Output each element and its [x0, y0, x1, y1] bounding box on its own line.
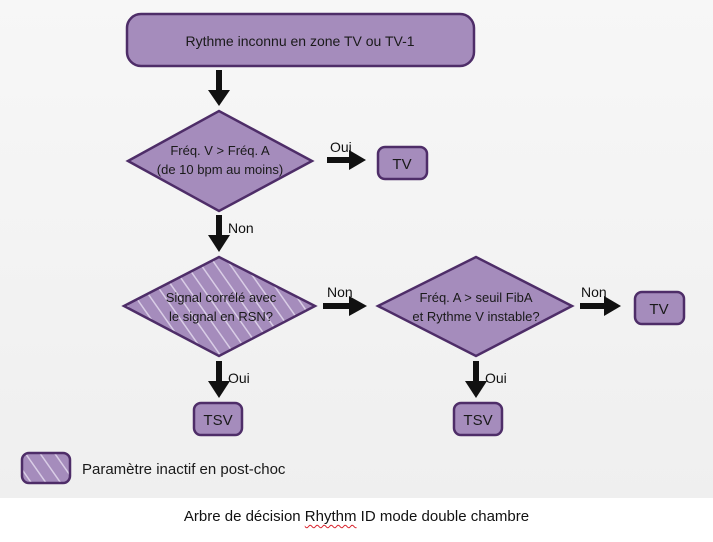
decision1-yes-label: Oui [330, 139, 352, 155]
start-node: Rythme inconnu en zone TV ou TV-1 [125, 12, 476, 68]
result-tv-1: TV [376, 145, 429, 181]
legend-text: Paramètre inactif en post-choc [82, 461, 286, 478]
caption-prefix: Arbre de décision [183, 508, 305, 525]
diagram-canvas [0, 0, 713, 498]
result-tsv-1-label: TSV [203, 412, 232, 429]
flowchart: Rythme inconnu en zone TV ou TV-1 Fréq. … [20, 12, 686, 485]
decision3-node: Fréq. A > seuil FibA et Rythme V instabl… [375, 255, 575, 358]
decision3-no-label: Non [581, 284, 607, 300]
decision2-no-label: Non [327, 284, 353, 300]
decision1-node: Fréq. V > Fréq. A (de 10 bpm au moins) [125, 109, 315, 213]
decision2-line1: Signal corrélé avec [166, 290, 277, 305]
caption-underlined-word: Rhythm [304, 508, 357, 525]
start-node-label: Rythme inconnu en zone TV ou TV-1 [185, 33, 414, 49]
figure-caption: Arbre de décision Rhythm ID mode double … [0, 508, 713, 525]
arrow-decision1-no: Non [208, 215, 254, 252]
result-tv-1-label: TV [392, 156, 411, 173]
decision1-line2: (de 10 bpm au moins) [157, 162, 283, 177]
caption-suffix: ID mode double chambre [356, 508, 530, 525]
result-tv-2: TV [633, 290, 686, 326]
arrow-decision1-yes: Oui [327, 139, 366, 170]
decision3-line2: et Rythme V instable? [412, 309, 539, 324]
decision2-line2: le signal en RSN? [169, 309, 273, 324]
decision1-line1: Fréq. V > Fréq. A [170, 143, 270, 158]
arrow-decision2-yes: Oui [208, 361, 250, 398]
result-tsv-2-label: TSV [463, 412, 492, 429]
decision3-line1: Fréq. A > seuil FibA [419, 290, 532, 305]
result-tsv-1: TSV [192, 401, 244, 437]
hatched-box-icon [20, 451, 72, 485]
decision1-no-label: Non [228, 220, 254, 236]
arrow-decision2-no: Non [323, 284, 367, 316]
result-tv-2-label: TV [649, 301, 668, 318]
decision2-yes-label: Oui [228, 370, 250, 386]
decision3-yes-label: Oui [485, 370, 507, 386]
arrow-start-to-decision1 [208, 70, 230, 106]
arrow-decision3-yes: Oui [465, 361, 507, 398]
result-tsv-2: TSV [452, 401, 504, 437]
arrow-decision3-no: Non [580, 284, 621, 316]
legend: Paramètre inactif en post-choc [20, 451, 286, 485]
decision2-node: Signal corrélé avec le signal en RSN? [121, 255, 318, 358]
